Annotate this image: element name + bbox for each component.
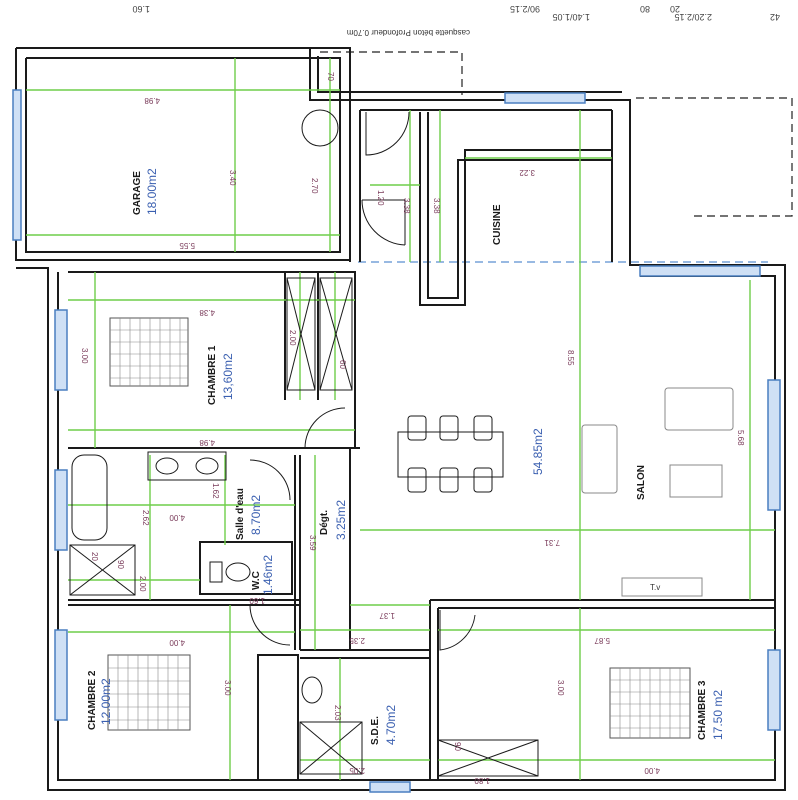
dim-label: 1.20 [376, 190, 385, 206]
room-name-salon: SALON [636, 465, 647, 500]
dining-set [397, 415, 504, 493]
dim-label: 4.98 [199, 438, 215, 447]
tv-label: T.v [650, 583, 660, 592]
room-area-wc: 1.46m2 [261, 555, 275, 595]
dim-label: 3.59 [308, 535, 317, 551]
top-dim-text: 1.40/1.05 [552, 12, 590, 22]
room-name-wc: W.C [251, 571, 262, 590]
top-dim-text: 1.60 [132, 4, 150, 14]
concrete-canopy-note: casquette béton Profondeur 0.70m [346, 28, 470, 37]
dim-label: 1.37 [379, 611, 395, 620]
dim-label: 60 [338, 360, 347, 369]
top-dim-text: 2.20/2.15 [674, 12, 712, 22]
room-area-garage: 18.00m2 [145, 168, 159, 215]
dim-label: 3.38 [402, 198, 411, 214]
room-name-chambre3: CHAMBRE 3 [697, 680, 708, 740]
dim-label: 1.60 [249, 596, 265, 605]
dim-label: 4.00 [169, 638, 185, 647]
windows [12, 89, 781, 793]
room-name-chambre1: CHAMBRE 1 [207, 345, 218, 405]
dim-label: 1.80 [474, 776, 490, 785]
bath-fixtures [71, 451, 323, 704]
room-area-salle-eau: 8.70m2 [249, 495, 263, 535]
room-name-sde: S.D.E. [370, 716, 381, 745]
room-name-chambre2: CHAMBRE 2 [87, 670, 98, 730]
dim-label: 70 [326, 72, 335, 81]
dim-label: 1.62 [211, 483, 220, 499]
dim-label: 4.38 [199, 308, 215, 317]
dimension-lines [26, 58, 775, 780]
dim-label: 7.31 [544, 538, 560, 547]
dim-label: 3.40 [228, 170, 237, 186]
room-name-cuisine: CUISINE [492, 204, 503, 245]
dim-label: 2.05 [349, 766, 365, 775]
beds [107, 317, 691, 739]
dim-label: 8.55 [566, 350, 575, 366]
exterior-walls [15, 47, 786, 791]
room-name-garage: GARAGE [132, 171, 143, 215]
dim-label: 90 [453, 742, 462, 751]
room-area-chambre1: 13,60m2 [221, 353, 235, 400]
dim-label: 4.00 [644, 766, 660, 775]
dim-label: 2.62 [141, 510, 150, 526]
interior-walls [68, 112, 775, 781]
top-dimension-strip: 1.60 90/2.15 80 20 2.20/2.15 42 1.40/1.0… [132, 4, 780, 22]
dim-label: 5.55 [179, 241, 195, 250]
canopy-outline [320, 51, 793, 263]
wardrobes [69, 277, 539, 777]
dim-label: 3.38 [432, 198, 441, 214]
dimension-labels: 4.98 5.55 3.40 2.70 70 1.20 3.38 3.38 3.… [80, 72, 745, 785]
dim-label: 3.00 [556, 680, 565, 696]
top-dim-text: 90/2.15 [510, 4, 540, 14]
room-area-degt: 3.25m2 [334, 500, 348, 540]
room-area-chambre2: 12.00m2 [99, 678, 113, 725]
dim-label: 90 [116, 560, 125, 569]
room-name-degt: Dégt. [319, 510, 330, 535]
dim-label: 2.00 [138, 576, 147, 592]
top-dim-text: 80 [640, 4, 650, 14]
dim-label: 2.70 [310, 178, 319, 194]
dim-label: 3.00 [80, 348, 89, 364]
dim-label: 5.87 [594, 636, 610, 645]
dim-label: 2.35 [349, 636, 365, 645]
dim-label: 5.68 [736, 430, 745, 446]
salon-furniture [581, 387, 734, 597]
dim-label: 3.00 [223, 680, 232, 696]
room-area-chambre3: 17.50 m2 [711, 690, 725, 740]
dim-label: 4.00 [169, 513, 185, 522]
top-dim-text: 42 [770, 12, 780, 22]
dim-label: 4.98 [144, 96, 160, 105]
top-dim-text: 20 [670, 4, 680, 14]
room-name-salle-eau: Salle d'eau [235, 488, 246, 540]
dim-label: 3.22 [519, 168, 535, 177]
bed-grid [108, 318, 690, 738]
room-area-salon: 54.85m2 [531, 428, 545, 475]
room-labels: GARAGE 18.00m2 CUISINE CHAMBRE 1 13,60m2… [87, 168, 725, 745]
dim-label: 2.03 [333, 705, 342, 721]
doors [249, 109, 476, 651]
room-area-sde: 4.70m2 [384, 705, 398, 745]
dim-label: 2.00 [288, 330, 297, 346]
dim-label: 20 [90, 552, 99, 561]
